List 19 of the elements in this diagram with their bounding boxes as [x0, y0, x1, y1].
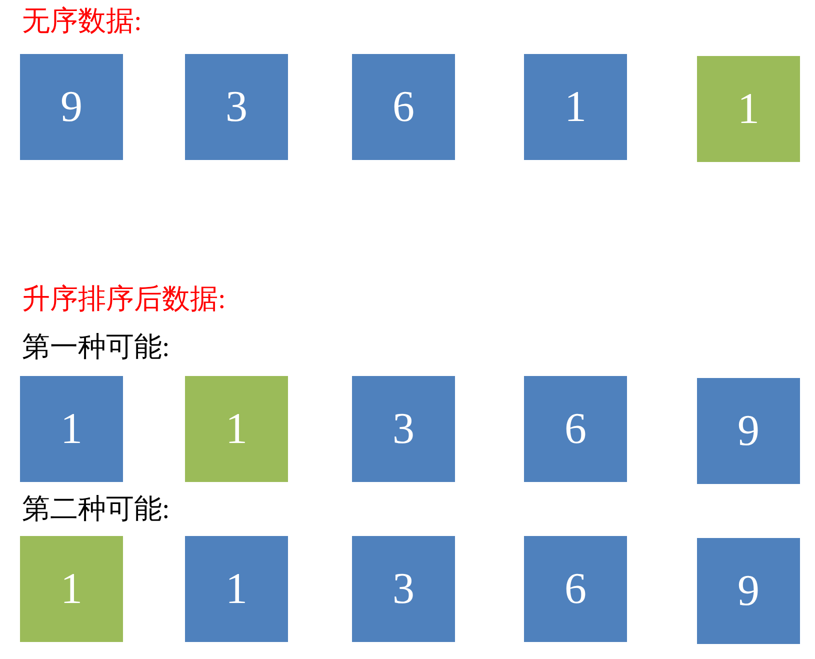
number-box: 1: [185, 536, 288, 642]
heading-text: 第一种可能:: [22, 331, 170, 365]
heading-text: 无序数据:: [22, 5, 142, 39]
number-box: 3: [352, 376, 455, 482]
number-box: 1: [20, 376, 123, 482]
number-box: 6: [352, 54, 455, 160]
number-box: 1: [20, 536, 123, 642]
number-box: 6: [524, 376, 627, 482]
number-box: 1: [697, 56, 800, 162]
number-box: 9: [697, 538, 800, 644]
number-box: 1: [524, 54, 627, 160]
number-box: 1: [185, 376, 288, 482]
number-box: 6: [524, 536, 627, 642]
number-box: 3: [352, 536, 455, 642]
number-box: 3: [185, 54, 288, 160]
heading-text: 第二种可能:: [22, 493, 170, 527]
heading-text: 升序排序后数据:: [22, 283, 226, 317]
number-box: 9: [20, 54, 123, 160]
number-box: 9: [697, 378, 800, 484]
